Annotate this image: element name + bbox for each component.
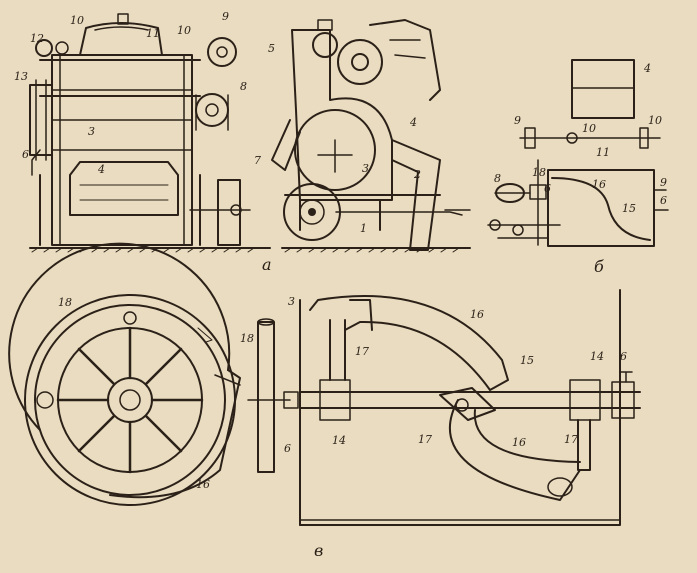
label-a-8: 8 — [240, 80, 247, 93]
label-a-9: 9 — [222, 10, 229, 23]
label-a-12: 12 — [30, 32, 44, 45]
label-v-16-wheel: 16 — [196, 478, 210, 491]
label-v-16-bottom: 16 — [512, 436, 526, 449]
label-m-1: 1 — [360, 222, 367, 235]
label-b-10-right: 10 — [648, 114, 662, 127]
label-a-11: 11 — [146, 27, 160, 40]
label-v-14: 14 — [332, 434, 346, 447]
label-b-15: 15 — [622, 202, 636, 215]
label-a-10-right: 10 — [177, 24, 191, 37]
label-v-6-right: 6 — [620, 350, 627, 363]
panel-a-side-view — [271, 19, 471, 253]
label-a-10: 10 — [70, 14, 84, 27]
label-b-8: 8 — [494, 172, 501, 185]
label-v-18-post: 18 — [240, 332, 254, 345]
panel-label-v: в — [314, 541, 323, 560]
drawing-labels: 12 10 11 10 9 13 8 3 6 4 5 4 7 3 2 1 4 9… — [14, 10, 667, 560]
label-b-6-right: 6 — [660, 194, 667, 207]
label-b-4: 4 — [643, 62, 651, 75]
label-v-15: 15 — [520, 354, 534, 367]
label-a-6: 6 — [22, 148, 29, 161]
label-v-16-top: 16 — [470, 308, 484, 321]
label-v-17-c: 17 — [564, 433, 578, 446]
label-m-2: 2 — [413, 168, 421, 181]
panel-b-schematic — [487, 59, 669, 247]
label-b-18: 18 — [532, 166, 546, 179]
label-v-3: 3 — [288, 295, 295, 308]
label-a-13: 13 — [14, 70, 28, 83]
panel-v-mechanism — [8, 242, 641, 526]
label-m-3: 3 — [362, 162, 369, 175]
label-b-9-right: 9 — [660, 176, 667, 189]
label-m-7: 7 — [254, 154, 261, 167]
label-b-11: 11 — [596, 146, 610, 159]
label-m-4: 4 — [409, 116, 417, 129]
label-b-10: 10 — [582, 122, 596, 135]
panel-label-a: a — [262, 255, 272, 274]
label-v-17-a: 17 — [355, 345, 369, 358]
label-v-6: 6 — [284, 442, 291, 455]
label-b-9: 9 — [514, 114, 521, 127]
label-v-17-b: 17 — [418, 433, 432, 446]
label-a-3: 3 — [88, 125, 95, 138]
label-b-6: 6 — [544, 182, 551, 195]
label-m-5: 5 — [268, 42, 275, 55]
label-b-16: 16 — [592, 178, 606, 191]
label-v-18: 18 — [58, 296, 72, 309]
panel-label-b: б — [594, 257, 604, 276]
label-a-4: 4 — [97, 163, 105, 176]
panel-a-front-view — [29, 13, 271, 253]
label-v-14-right: 14 — [590, 350, 604, 363]
